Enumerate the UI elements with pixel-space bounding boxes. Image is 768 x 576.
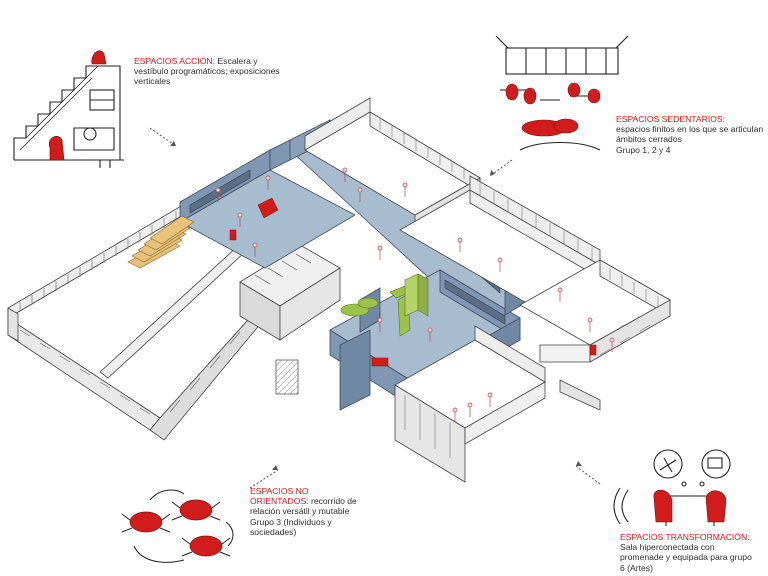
classroom-sketch-red (505, 82, 601, 137)
caption-sedentarios-body: espacios finitos en los que se articulan… (616, 124, 764, 145)
classroom-right (399, 175, 601, 306)
caption-no-orientados-line1: ESPACIOS NO (250, 486, 400, 496)
caption-transformacion-body-1: Sala hiperconectada con (620, 542, 715, 553)
caption-sedentarios-group: Grupo 1, 2 y 4 (616, 144, 671, 155)
caption-no-orientados-body-3: Grupo 3 (Individuos y (250, 516, 332, 527)
caption-no-orientados-heading-2: ORIENTADOS: (250, 496, 309, 507)
left-wing-windows (19, 204, 281, 415)
caption-sedentarios-heading: ESPACIOS SEDENTARIOS: (616, 114, 726, 124)
meeting-sketch-red (653, 489, 727, 523)
caption-no-orientados-heading-1: ESPACIOS NO (250, 486, 309, 496)
classroom-upper-windows (379, 118, 465, 179)
classroom-far-right (519, 259, 671, 411)
caption-no-orientados-line2: ORIENTADOS: recorrido de (250, 496, 400, 506)
crab-legs (121, 489, 234, 563)
caption-transformacion-heading: ESPACIOS TRANSFORMACIÓN: (620, 532, 750, 542)
caption-espacios-sedentarios: ESPACIOS SEDENTARIOS: espacios finitos e… (616, 114, 766, 155)
toilet-block (239, 244, 341, 395)
crab-group-icon (129, 499, 223, 557)
green-tower (404, 273, 429, 317)
far-right-windows (599, 268, 659, 356)
people-figures (214, 167, 615, 422)
direction-arrow-icon (149, 127, 601, 489)
caption-transformacion-body-3: 6 (Artes) (620, 562, 653, 573)
caption-espacios-transformacion: ESPACIOS TRANSFORMACIÓN: Sala hiperconec… (620, 532, 768, 573)
caption-espacios-no-orientados: ESPACIOS NO ORIENTADOS: recorrido de rel… (250, 486, 400, 537)
stair-sketch-red (48, 50, 107, 161)
caption-espacios-accion: ESPACIOS ACCIÓN: Escalera y vestíbulo pr… (134, 56, 294, 87)
arrow-heads (170, 141, 582, 470)
caption-transformacion-body-2: promenade y equipada para grupo (620, 552, 752, 563)
arts-room (394, 325, 546, 483)
caption-accion-heading: ESPACIOS ACCIÓN: (134, 56, 216, 66)
classroom-right-windows (479, 183, 593, 260)
caption-no-orientados-body-2: relación versátil y mutable (250, 506, 350, 517)
caption-no-orientados-body-4: sociedades) (250, 526, 297, 537)
arts-room-windows (404, 395, 451, 458)
stair-sketch-icon (13, 65, 124, 168)
yellow-stair (127, 215, 195, 269)
caption-no-orientados-body-1: recorrido de (310, 496, 357, 507)
red-furniture (229, 197, 597, 367)
caption-accion-body: Escalera y vestíbulo programáticos; expo… (134, 56, 280, 87)
